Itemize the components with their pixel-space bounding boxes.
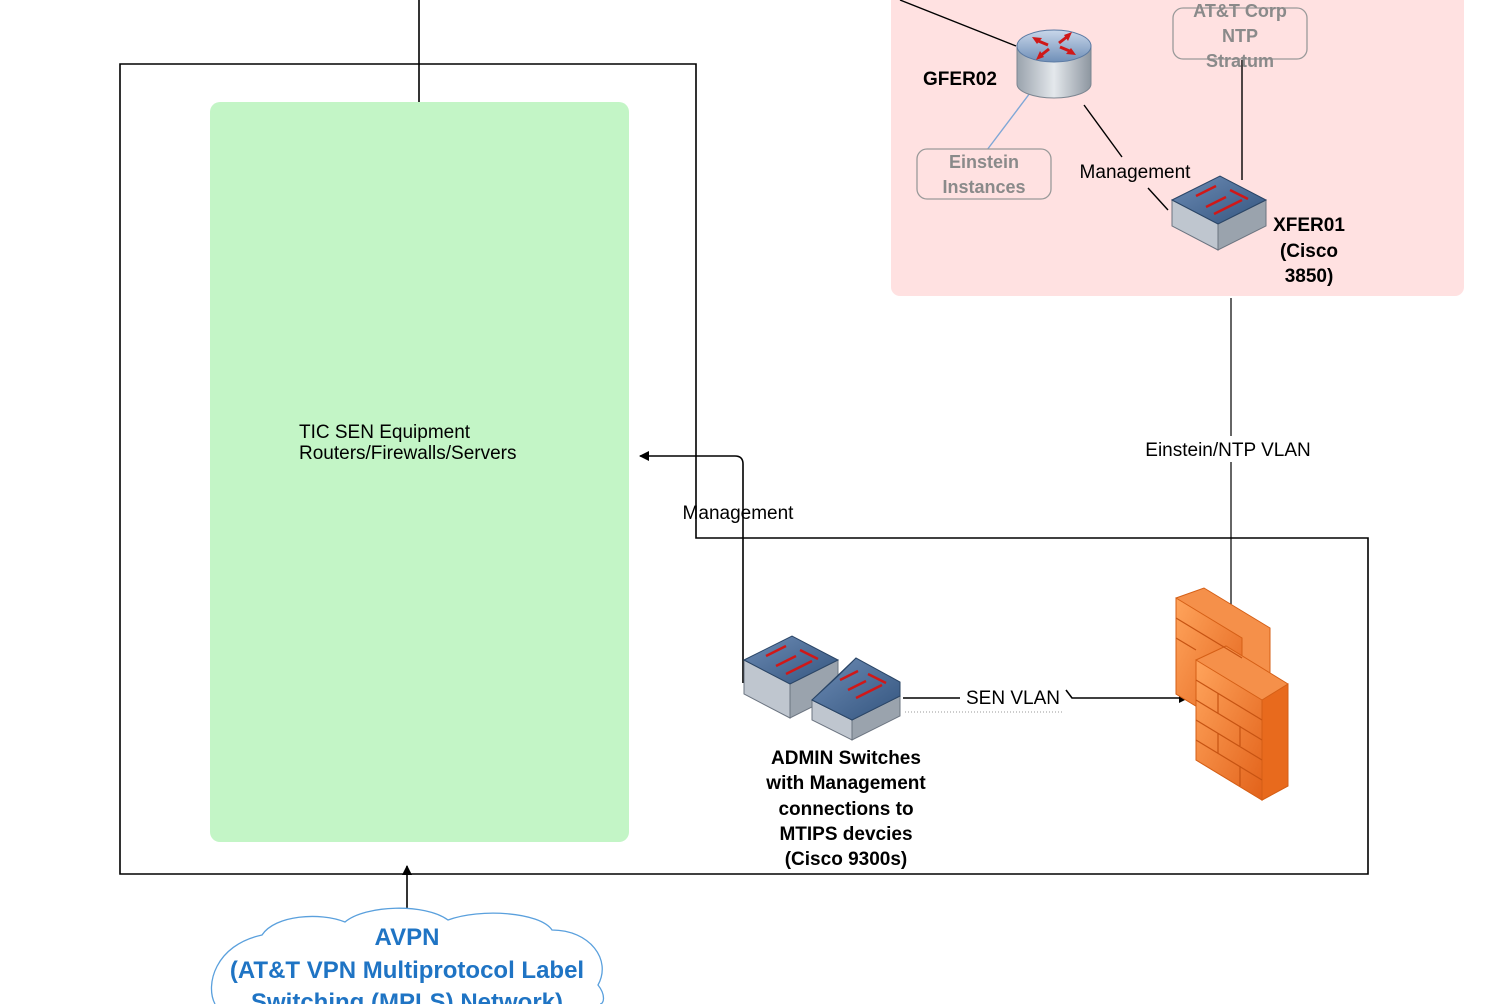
- einstein-ntp-vlan-label: Einstein/NTP VLAN: [1145, 440, 1310, 461]
- einstein-ntp-vlan-label-bg: [1136, 436, 1322, 462]
- admin-switches-label-line4: MTIPS devcies: [779, 824, 912, 845]
- tic-sen-label-line2: Routers/Firewalls/Servers: [299, 443, 517, 464]
- admin-switches-label-line3: connections to: [778, 799, 913, 820]
- einstein-label-line1: Einstein: [949, 152, 1019, 172]
- router-icon: [1016, 29, 1092, 99]
- gfer02-xfer01-line-b: [1147, 187, 1169, 211]
- ntp-label-line1: AT&T Corp: [1193, 1, 1287, 21]
- tic-sen-equipment-box: [210, 102, 629, 842]
- management-label-top: Management: [1080, 162, 1192, 183]
- xfer01-label-line1: XFER01: [1273, 215, 1345, 236]
- sen-vlan-line-b: [1065, 689, 1189, 703]
- switch-icon: [1170, 175, 1268, 251]
- firewall-icon: [1175, 587, 1289, 801]
- ntp-label-line3: Stratum: [1206, 51, 1274, 71]
- admin-switches-icon: [742, 635, 901, 741]
- avpn-label-line3: Switching (MPLS) Network): [251, 989, 563, 1004]
- gfer02-uplink-line: [899, 0, 1017, 47]
- xfer01-label-line3: 3850): [1285, 266, 1334, 287]
- ntp-box: [1172, 7, 1308, 60]
- avpn-cloud: [210, 907, 605, 1004]
- gfer02-xfer01-line-a: [1083, 104, 1123, 158]
- outer-boundary: [119, 63, 1369, 875]
- admin-switches-label-line2: with Management: [765, 773, 926, 794]
- gfer02-label: GFER02: [923, 69, 997, 90]
- avpn-label-line2: (AT&T VPN Multiprotocol Label: [230, 957, 584, 984]
- xfer01-label-line2: (Cisco: [1280, 241, 1338, 262]
- einstein-label-line2: Instances: [942, 177, 1025, 197]
- avpn-label-line1: AVPN: [375, 924, 440, 951]
- sen-vlan-label: SEN VLAN: [966, 688, 1060, 709]
- tic-sen-label-line1: TIC SEN Equipment: [299, 422, 471, 443]
- management-label-bottom: Management: [683, 503, 795, 524]
- admin-switches-label-line5: (Cisco 9300s): [785, 849, 908, 870]
- einstein-box: [916, 148, 1052, 200]
- gfer02-einstein-line: [986, 92, 1031, 151]
- ntp-label-line2: NTP: [1222, 26, 1258, 46]
- admin-switches-label-line1: ADMIN Switches: [771, 748, 921, 769]
- admin-to-tic-management-line: [639, 451, 744, 683]
